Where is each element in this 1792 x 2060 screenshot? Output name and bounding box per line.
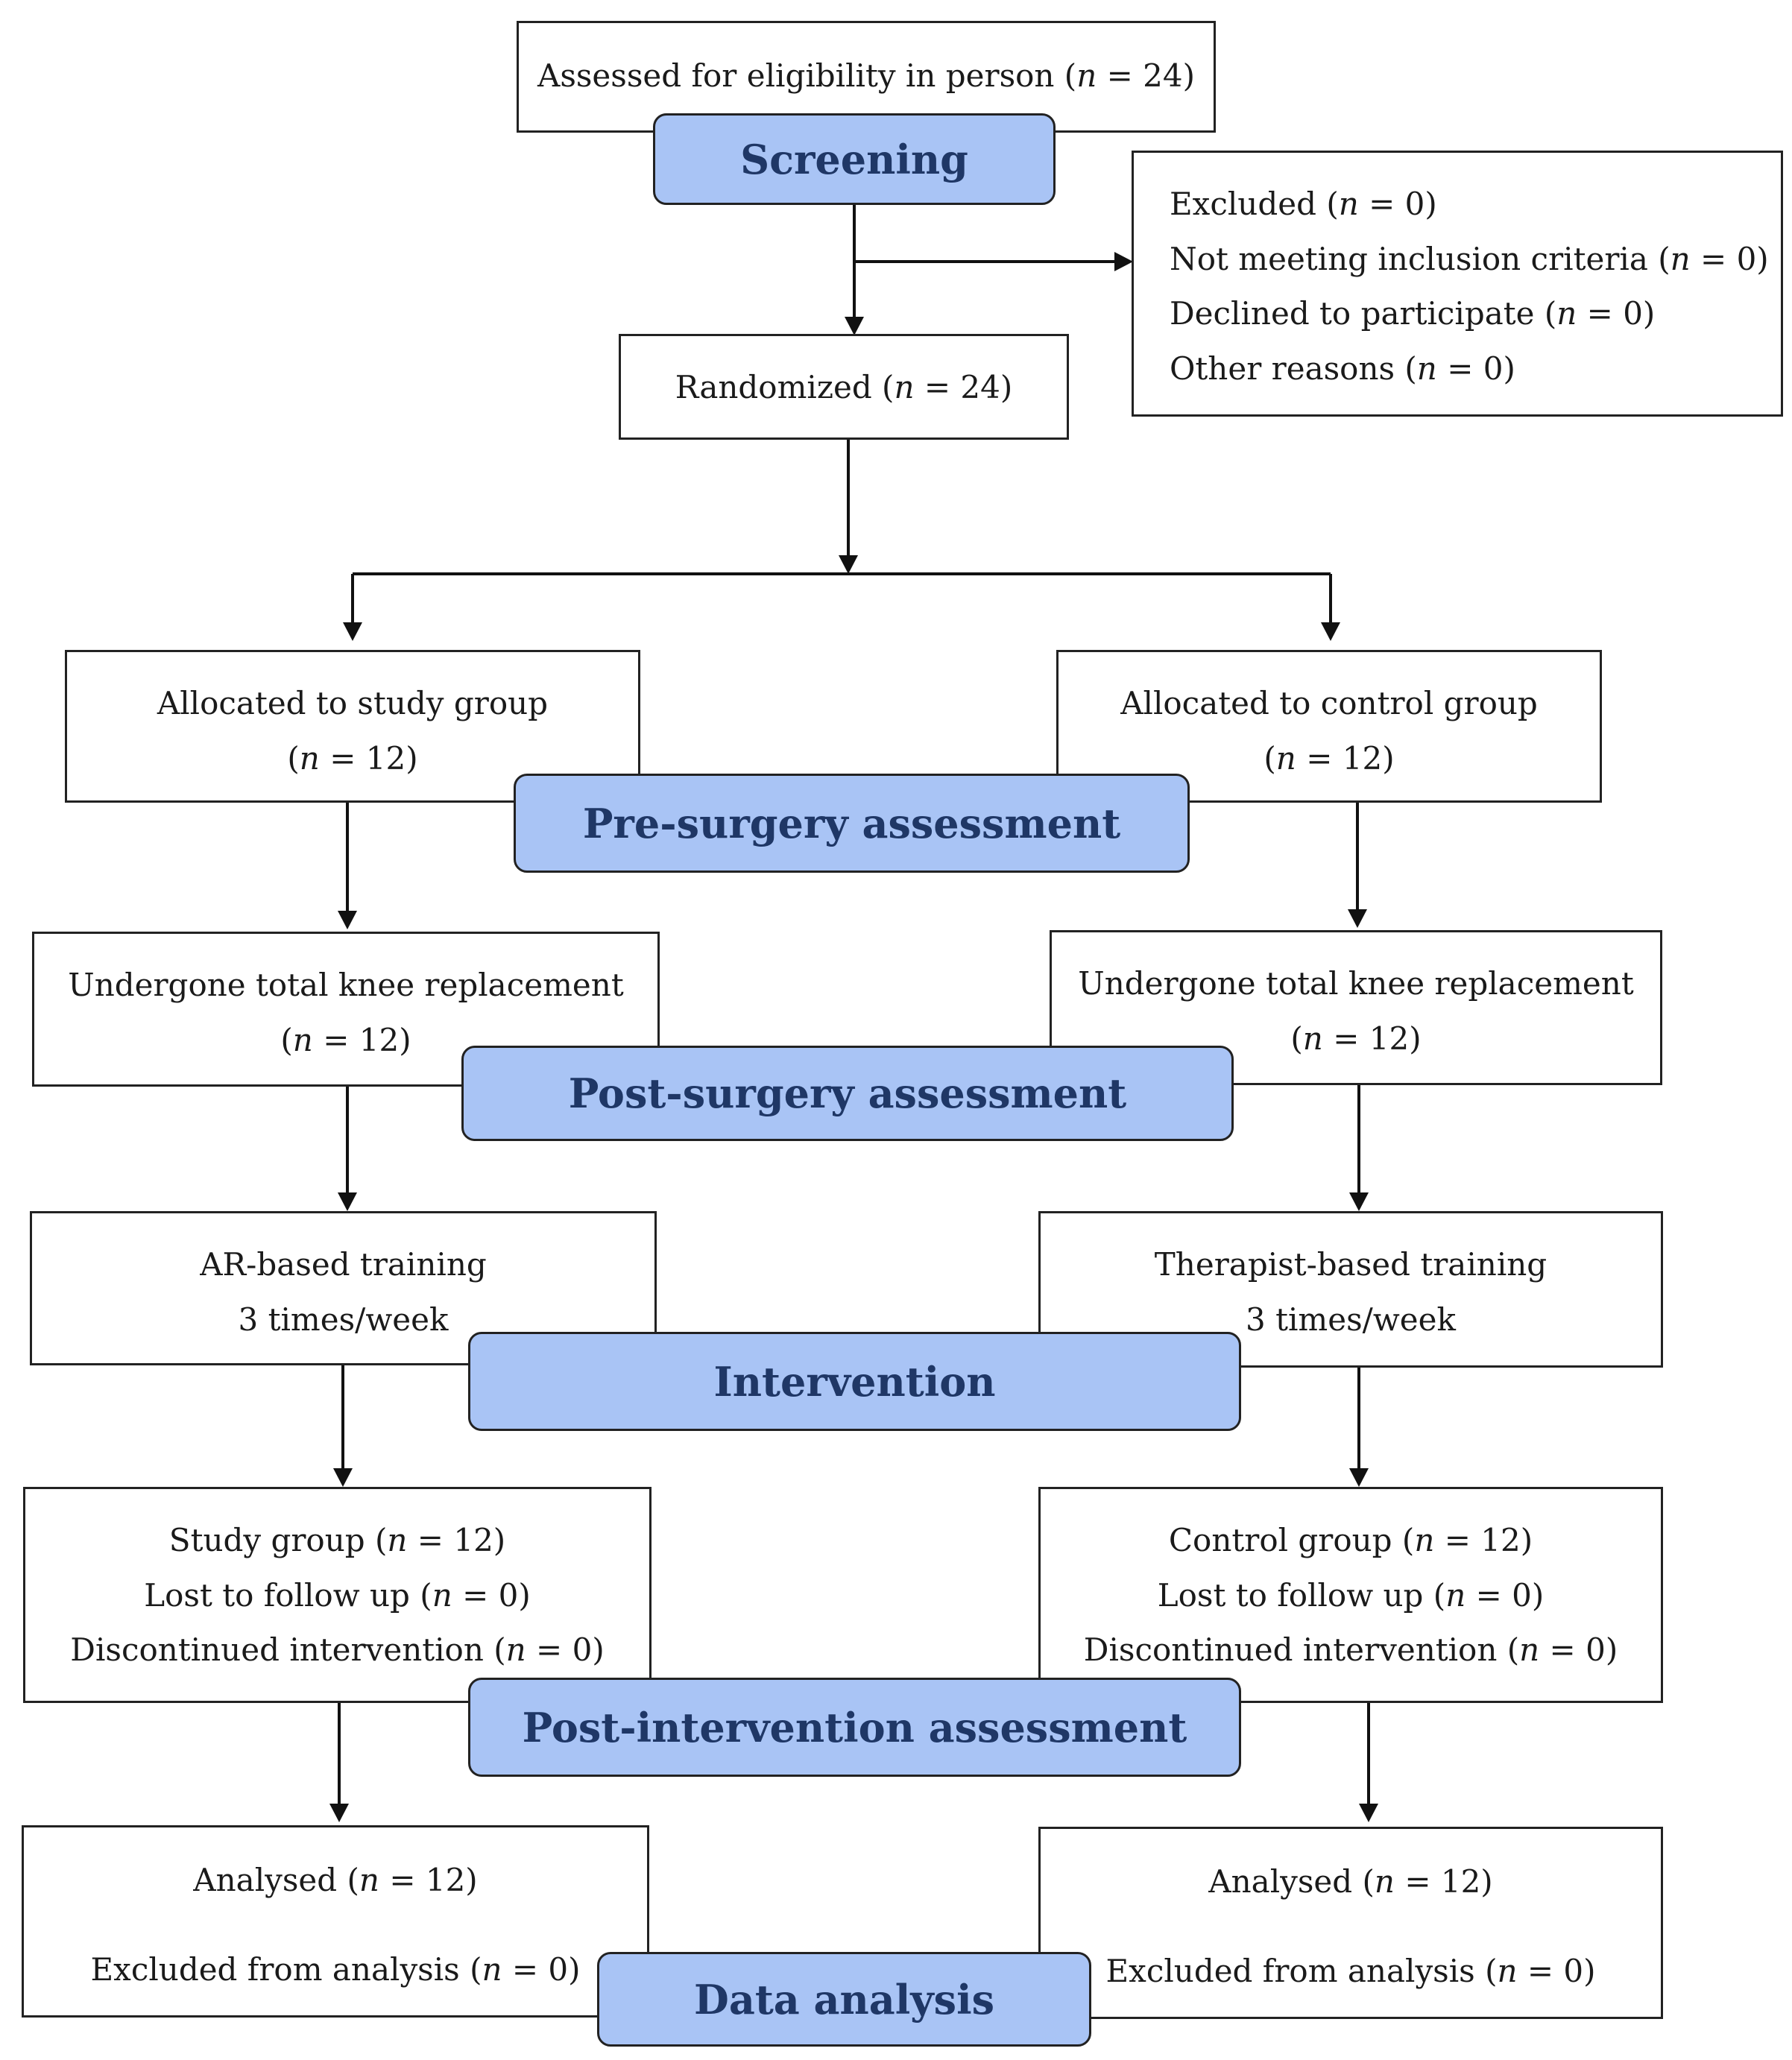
control-analysis-line: Excluded from analysis (n = 0) <box>1105 1953 1596 1989</box>
stage-screening: Screening <box>653 113 1056 205</box>
stage-post-surgery: Post-surgery assessment <box>461 1046 1234 1141</box>
study-allocated-line: Allocated to study group <box>157 685 549 721</box>
randomized-box: Randomized (n = 24) <box>619 334 1069 440</box>
control-followup-line: Control group (n = 12) <box>1168 1522 1533 1558</box>
control-training-box: Therapist-based training 3 times/week <box>1038 1211 1663 1368</box>
excluded-box: Excluded (n = 0) Not meeting inclusion c… <box>1132 151 1783 417</box>
excluded-line: Declined to participate (n = 0) <box>1170 295 1656 332</box>
excluded-line: Excluded (n = 0) <box>1170 186 1437 222</box>
randomized-text: Randomized (n = 24) <box>675 369 1013 405</box>
study-analysis-box: Analysed (n = 12) Excluded from analysis… <box>22 1825 649 2018</box>
control-followup-line: Lost to follow up (n = 0) <box>1157 1577 1545 1614</box>
study-surgery-line: Undergone total knee replacement <box>68 967 624 1003</box>
study-followup-line: Discontinued intervention (n = 0) <box>70 1631 605 1668</box>
eligibility-text: Assessed for eligibility in person (n = … <box>537 57 1195 94</box>
control-followup-line: Discontinued intervention (n = 0) <box>1083 1631 1618 1668</box>
control-allocated-line: (n = 12) <box>1263 740 1395 777</box>
control-surgery-line: Undergone total knee replacement <box>1078 965 1634 1002</box>
study-allocated-line: (n = 12) <box>287 740 418 777</box>
control-surgery-line: (n = 12) <box>1290 1020 1422 1057</box>
stage-post-intervention: Post-intervention assessment <box>468 1678 1241 1777</box>
study-training-line: 3 times/week <box>238 1301 449 1338</box>
study-followup-line: Lost to follow up (n = 0) <box>144 1577 531 1614</box>
study-analysis-line: Analysed (n = 12) <box>193 1862 478 1898</box>
study-training-line: AR-based training <box>200 1246 487 1283</box>
control-training-line: 3 times/week <box>1246 1301 1456 1338</box>
control-analysis-box: Analysed (n = 12) Excluded from analysis… <box>1038 1827 1663 2019</box>
control-analysis-line: Analysed (n = 12) <box>1208 1863 1493 1900</box>
study-followup-line: Study group (n = 12) <box>168 1522 506 1558</box>
excluded-line: Other reasons (n = 0) <box>1170 350 1515 387</box>
study-followup-box: Study group (n = 12) Lost to follow up (… <box>23 1487 652 1703</box>
study-surgery-line: (n = 12) <box>280 1022 411 1058</box>
study-analysis-line: Excluded from analysis (n = 0) <box>90 1951 581 1988</box>
stage-intervention: Intervention <box>468 1332 1241 1431</box>
control-training-line: Therapist-based training <box>1154 1246 1548 1283</box>
stage-pre-surgery: Pre-surgery assessment <box>514 774 1190 873</box>
excluded-line: Not meeting inclusion criteria (n = 0) <box>1170 241 1769 277</box>
stage-data-analysis: Data analysis <box>597 1952 1091 2047</box>
control-followup-box: Control group (n = 12) Lost to follow up… <box>1038 1487 1663 1703</box>
control-allocated-line: Allocated to control group <box>1120 685 1538 721</box>
